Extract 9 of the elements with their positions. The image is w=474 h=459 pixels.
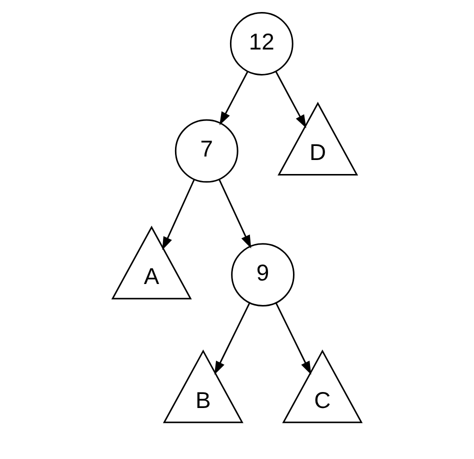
arrow: [275, 302, 312, 375]
arrow: [162, 179, 195, 250]
node-circle: 9: [231, 243, 294, 306]
node-circle: 12: [230, 12, 294, 76]
arrow: [220, 72, 248, 126]
arrow: [275, 71, 306, 128]
arrow: [214, 302, 250, 375]
node-circle: 7: [174, 119, 238, 183]
arrow: [218, 179, 252, 248]
